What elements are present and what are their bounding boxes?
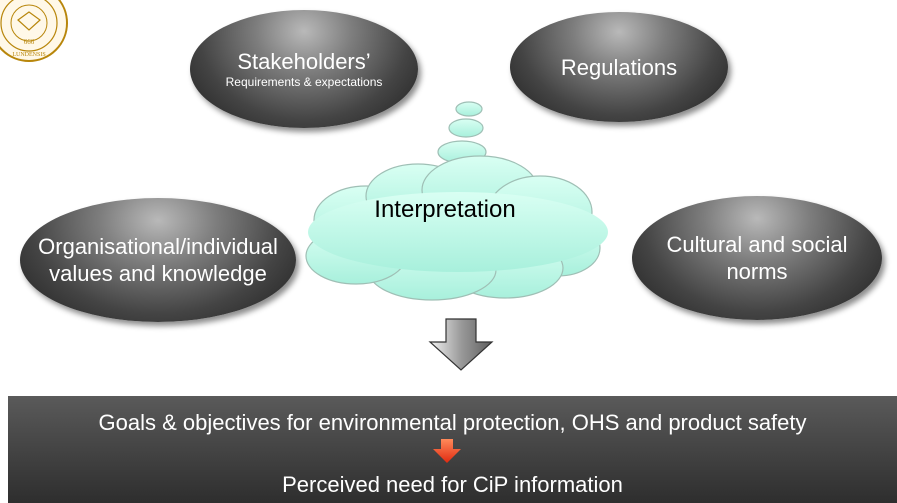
- cultural-line1: Cultural and social: [666, 232, 848, 257]
- cloud-label: Interpretation: [374, 196, 516, 223]
- goals-box: Goals & objectives for environmental pro…: [8, 396, 897, 503]
- regulations-oval: Regulations: [510, 12, 728, 122]
- logo-year: 666: [24, 38, 35, 46]
- goals-text: Goals & objectives for environmental pro…: [98, 410, 807, 435]
- regulations-title: Regulations: [560, 54, 678, 80]
- cultural-oval: Cultural and social norms: [632, 196, 882, 320]
- stakeholders-title: Stakeholders’: [237, 49, 371, 74]
- red-down-arrow-icon: [433, 439, 461, 463]
- organisational-oval: Organisational/individual values and kno…: [20, 198, 296, 322]
- stakeholders-subtitle: Requirements & expectations: [225, 75, 383, 89]
- organisational-line2: values and knowledge: [49, 261, 267, 286]
- perceived-need-text: Perceived need for CiP information: [282, 472, 623, 497]
- stakeholders-oval: Stakeholders’ Requirements & expectation…: [190, 10, 418, 128]
- university-seal-logo: 666 LUNDENSIS: [0, 0, 68, 62]
- down-arrow-icon: [428, 318, 494, 371]
- organisational-line1: Organisational/individual: [38, 234, 278, 259]
- cultural-line2: norms: [726, 259, 788, 284]
- logo-motto: LUNDENSIS: [12, 52, 45, 58]
